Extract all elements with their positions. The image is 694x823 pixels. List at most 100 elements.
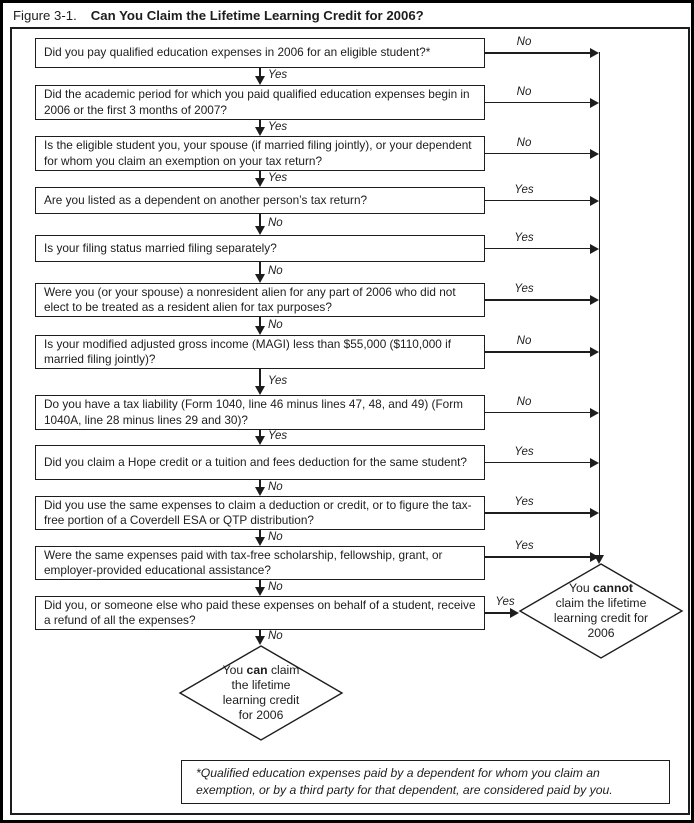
branch-label: Yes [514, 231, 534, 244]
question-box: Did you pay qualified education expenses… [35, 38, 485, 68]
question-text: Is your modified adjusted gross income (… [44, 336, 451, 367]
question-text: Is the eligible student you, your spouse… [44, 138, 472, 168]
arrowhead-right-icon [510, 608, 519, 618]
question-text: Did you claim a Hope credit or a tuition… [44, 454, 467, 469]
branch-arrow-line [485, 152, 590, 155]
arrowhead-down-icon [594, 555, 604, 564]
arrowhead-down-icon [255, 226, 265, 235]
arrowhead-right-icon [590, 48, 599, 58]
outcome-text-line: learning credit [222, 693, 300, 707]
arrowhead-right-icon [590, 295, 599, 305]
question-box: Did you, or someone else who paid these … [35, 596, 485, 630]
question-box: Is the eligible student you, your spouse… [35, 136, 485, 171]
question-text: Did the academic period for which you pa… [44, 87, 470, 117]
question-text: Are you listed as a dependent on another… [44, 192, 368, 207]
flow-label: No [268, 530, 283, 543]
flow-label: No [268, 318, 283, 331]
branch-label: Yes [514, 540, 534, 552]
arrowhead-right-icon [590, 347, 599, 357]
question-box: Were the same expenses paid with tax-fre… [35, 546, 485, 580]
branch-label: Yes [514, 445, 534, 458]
arrowhead-down-icon [255, 274, 265, 283]
branch-arrow-line [485, 512, 590, 514]
flow-arrow-line [259, 317, 261, 327]
question-text: Do you have a tax liability (Form 1040, … [44, 397, 463, 427]
trunk-line [598, 52, 600, 556]
flow-label: Yes [268, 430, 288, 442]
branch-arrow-line [485, 351, 590, 353]
arrowhead-down-icon [255, 76, 265, 85]
branch-label: No [516, 335, 532, 347]
question-box: Did the academic period for which you pa… [35, 85, 485, 120]
branch-label: Yes [514, 183, 534, 196]
flow-arrow-line [259, 369, 261, 387]
footnote-box: *Qualified education expenses paid by a … [181, 760, 670, 804]
figure-title-text: Can You Claim the Lifetime Learning Cred… [90, 8, 424, 23]
flow-label: No [268, 580, 283, 593]
diamond-shape [178, 645, 344, 741]
branch-label: No [516, 395, 532, 408]
outcome-text-line: claim the lifetime [555, 596, 647, 610]
arrowhead-right-icon [590, 243, 599, 254]
branch-label: No [516, 136, 532, 149]
flow-arrow-line [259, 171, 261, 179]
branch-arrow-line [485, 52, 590, 54]
flow-arrow-line [259, 214, 261, 227]
arrowhead-right-icon [590, 508, 599, 518]
flow-label: No [268, 265, 283, 277]
question-text: Is your filing status married filing sep… [44, 240, 277, 255]
outcome-text-line: You can claim [222, 663, 300, 677]
branch-label: No [516, 85, 532, 98]
branch-arrow-line [485, 461, 590, 464]
flow-label: Yes [268, 120, 288, 133]
arrowhead-down-icon [255, 537, 265, 546]
outcome-text-line: You cannot [569, 581, 633, 595]
arrowhead-down-icon [255, 487, 265, 496]
branch-arrow-line [485, 247, 590, 250]
arrowhead-right-icon [590, 407, 599, 418]
branch-label: No [516, 36, 532, 48]
arrowhead-right-icon [590, 195, 599, 206]
flow-arrow-line [259, 630, 261, 637]
flow-arrow-line [259, 262, 261, 275]
branch-arrow-line [485, 556, 590, 558]
flow-label: Yes [268, 69, 288, 81]
branch-label: Yes [514, 496, 534, 508]
figure-title-bar: Figure 3-1.Can You Claim the Lifetime Le… [13, 8, 424, 23]
arrowhead-down-icon [255, 178, 265, 187]
arrowhead-down-icon [255, 436, 265, 445]
flow-arrow-line [259, 480, 261, 488]
flow-arrow-line [259, 120, 261, 128]
question-box: Is your modified adjusted gross income (… [35, 335, 485, 369]
outcome-text-line: for 2006 [238, 708, 284, 722]
flow-label: No [268, 630, 283, 642]
diamond-shape [518, 563, 684, 659]
outcome-text-line: 2006 [587, 626, 615, 640]
branch-label: Yes [495, 596, 515, 608]
arrowhead-down-icon [255, 386, 265, 395]
question-box: Did you use the same expenses to claim a… [35, 496, 485, 530]
flow-label: Yes [268, 374, 288, 387]
flow-arrow-line [259, 580, 261, 588]
question-box: Were you (or your spouse) a nonresident … [35, 283, 485, 317]
question-box: Is your filing status married filing sep… [35, 235, 485, 262]
question-text: Were you (or your spouse) a nonresident … [44, 284, 456, 315]
branch-arrow-line [485, 199, 590, 202]
question-box: Did you claim a Hope credit or a tuition… [35, 445, 485, 480]
flow-label: No [268, 480, 283, 493]
question-text: Did you pay qualified education expenses… [44, 45, 431, 60]
flow-label: No [268, 217, 283, 229]
outcome-text-line: learning credit for [553, 611, 649, 625]
arrowhead-right-icon [590, 97, 599, 108]
question-box: Do you have a tax liability (Form 1040, … [35, 395, 485, 430]
footnote-text: *Qualified education expenses paid by a … [196, 766, 613, 797]
branch-arrow-line [485, 101, 590, 104]
branch-label: Yes [514, 283, 534, 295]
arrowhead-down-icon [255, 636, 265, 645]
branch-arrow-line [485, 411, 590, 414]
